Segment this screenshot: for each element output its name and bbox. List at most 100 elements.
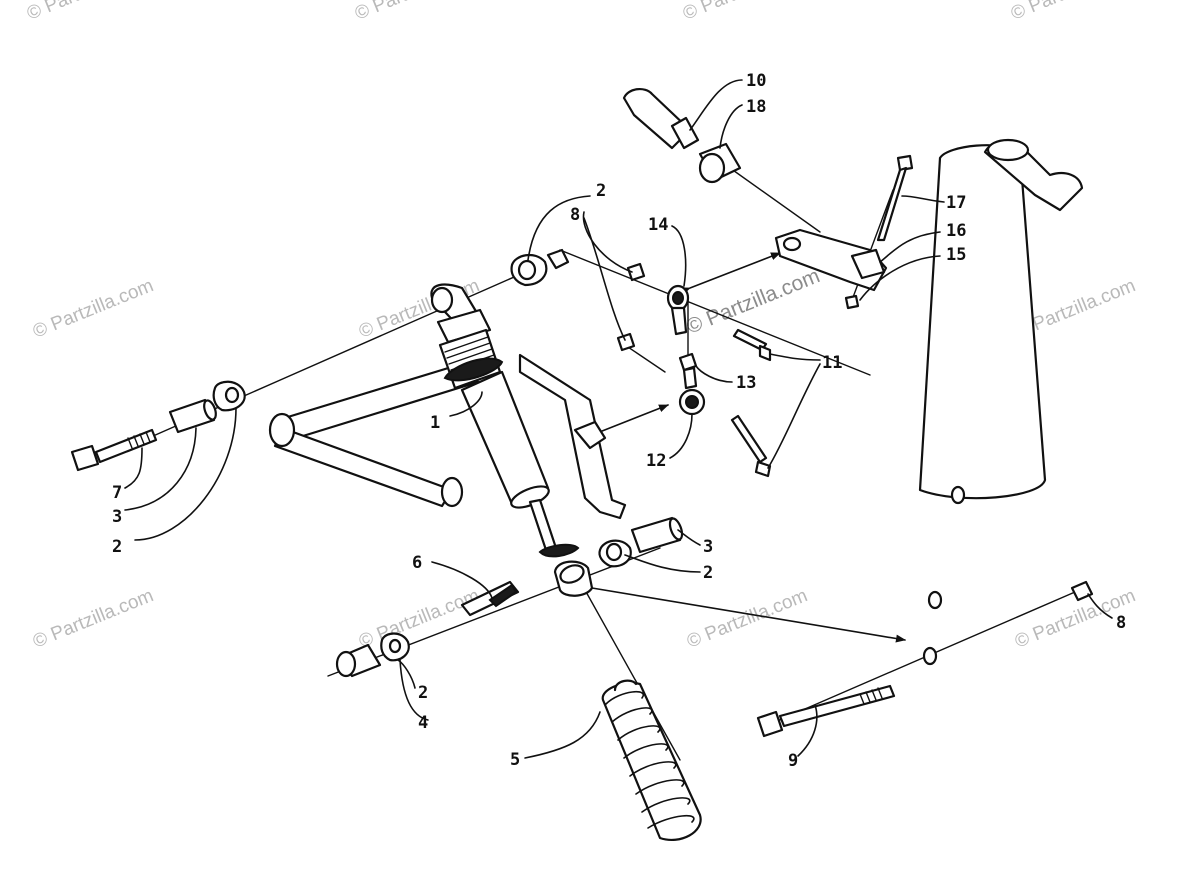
callout-18: 18 [746,97,766,117]
callout-17: 17 [946,193,966,213]
leader-1 [449,391,483,417]
bushing-18-axis-line [729,167,821,233]
shock-lower-eye-hole [559,564,585,584]
watermark-text: © Partzilla.com [1008,0,1135,25]
rod-end-14-shank [670,306,688,336]
a-arm-bracket [573,420,607,450]
shock-spring-collar [443,357,504,382]
callout-2d: 2 [703,563,713,583]
callout-6: 6 [412,553,422,573]
callout-15: 15 [946,245,966,265]
rod-end-linkage [616,262,772,478]
nut-lower-axis-line [624,344,666,373]
rod-end-axis-line [559,249,871,376]
bolt-17-shank [876,166,908,242]
leader-18 [719,104,743,149]
nut-8-housing [1070,580,1094,602]
mount-housing [918,138,1094,666]
callout-10: 10 [746,71,766,91]
leader-2b [134,407,237,541]
watermark-text: © Partzilla.com [30,275,157,342]
callout-14: 14 [648,215,668,235]
callout-3b: 3 [703,537,713,557]
leader-7 [124,447,143,489]
callout-2a: 2 [596,181,606,201]
leader-16 [879,231,941,263]
arrows [582,252,906,643]
callout-labels: 1 2 2 2 2 3 3 4 5 6 7 8 8 9 10 11 12 13 … [112,71,1126,771]
a-arm-side-plate [518,353,627,520]
callout-13: 13 [736,373,756,393]
callout-11: 11 [822,353,842,373]
watermark-text: © Partzilla.com [24,0,151,25]
hardware-lower [335,516,684,678]
leader-10 [689,79,743,131]
shock-piston-rod [528,498,558,552]
leader-2d [624,554,701,573]
watermark-text: © Partzilla.com [680,0,807,25]
arrow-rod-end-to-bracket [582,404,669,443]
bolt-11-lower [730,414,768,464]
callout-5: 5 [510,750,520,770]
leader-12 [669,413,693,459]
callout-9: 9 [788,751,798,771]
callout-2c: 2 [418,683,428,703]
nut-8-rod-upper [626,262,646,282]
leader-2c [397,659,416,689]
leader-17 [901,195,945,203]
shock-absorber [430,283,594,597]
watermark-text: © Partzilla.com [352,0,479,25]
callout-7: 7 [112,483,122,503]
nut-15 [844,294,860,310]
bolt-9 [756,684,896,738]
leader-11b [767,363,821,469]
callout-8a: 8 [570,205,580,225]
shock-upper-eye-hole [430,286,454,314]
bolt-17-head [896,154,914,172]
leader-6 [431,561,493,599]
shock-bump-washer [538,543,580,558]
watermark-text: © Partzilla.com [684,585,811,652]
leader-4 [399,659,429,721]
leader-8b [1087,593,1113,619]
leader-2a [527,195,591,261]
callout-3a: 3 [112,507,122,527]
leader-9 [797,704,818,757]
nut-8-rod-lower [616,332,636,352]
callout-12: 12 [646,451,666,471]
callout-8b: 8 [1116,613,1126,633]
leader-14 [671,225,687,287]
hardware-upper-right [510,248,570,287]
callout-4: 4 [418,713,428,733]
hardware-upper-left [70,380,246,472]
housing-tube [918,144,1047,500]
coil-spring [601,679,702,841]
callout-leaders [124,79,1113,759]
bolt-9-shank [778,684,896,728]
a-arm-tube-end [440,476,464,508]
leader-3a [124,427,197,511]
leader-3b [677,529,701,546]
arrow-rod-end-to-arm [680,252,781,295]
leader-11a [769,353,821,361]
callout-1: 1 [430,413,440,433]
spring-body [601,682,702,841]
a-arm-tube-end [268,412,296,448]
shock-cap [436,308,492,344]
callout-2b: 2 [112,537,122,557]
leader-13 [695,365,733,383]
lower-mount-axis-line [327,547,661,677]
leader-15 [859,255,941,301]
nut-8-upper [546,248,570,270]
bolt-9-head [756,710,784,738]
watermark-text: © Partzilla.com [30,585,157,652]
shock-body [460,370,550,506]
leader-5 [524,711,601,759]
watermark-text: © Partzilla.com [356,585,483,652]
callout-16: 16 [946,221,966,241]
sleeve-10 [622,88,692,150]
bolt-11-upper [732,328,768,352]
bolt-7-head [70,444,100,472]
